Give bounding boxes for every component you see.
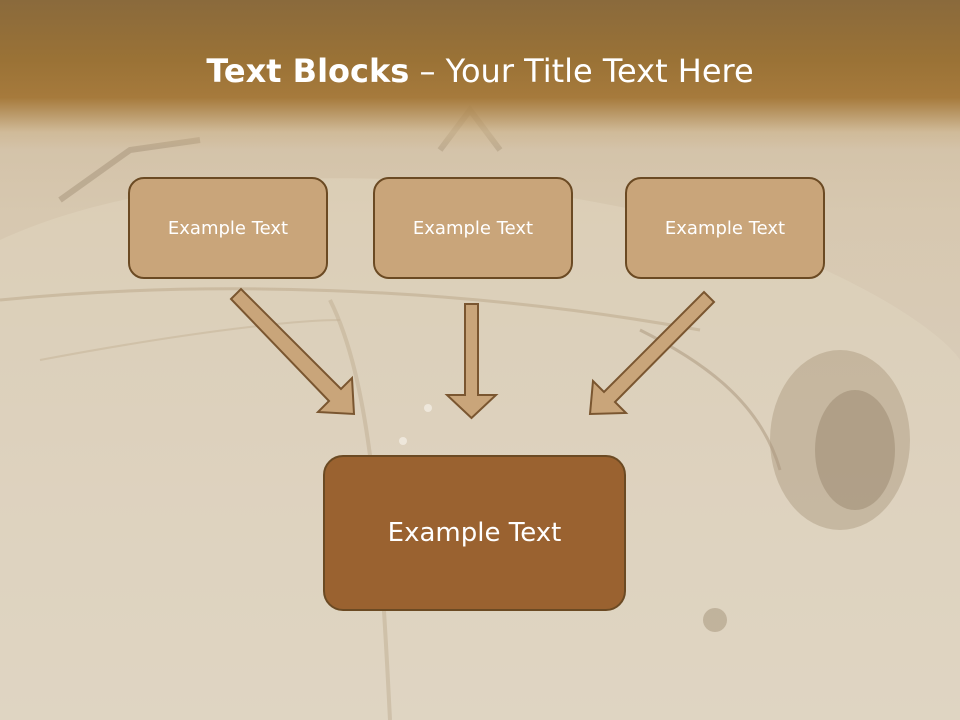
title-dash: –: [409, 52, 446, 90]
text-block-3[interactable]: Example Text: [625, 177, 825, 279]
arrow-left-diagonal: [229, 287, 356, 416]
main-text-block-label: Example Text: [387, 518, 562, 548]
title-rest: Your Title Text Here: [445, 52, 754, 90]
text-block-3-label: Example Text: [664, 217, 786, 239]
text-block-2-label: Example Text: [412, 217, 534, 239]
arrow-center-down: [444, 303, 499, 420]
text-block-1[interactable]: Example Text: [128, 177, 328, 279]
slide-title: Text Blocks – Your Title Text Here: [0, 52, 960, 90]
main-text-block[interactable]: Example Text: [323, 455, 626, 611]
title-bar: Text Blocks – Your Title Text Here: [0, 0, 960, 150]
arrow-right-diagonal: [588, 290, 716, 416]
text-block-1-label: Example Text: [167, 217, 289, 239]
text-block-2[interactable]: Example Text: [373, 177, 573, 279]
title-bold-part: Text Blocks: [206, 52, 410, 90]
